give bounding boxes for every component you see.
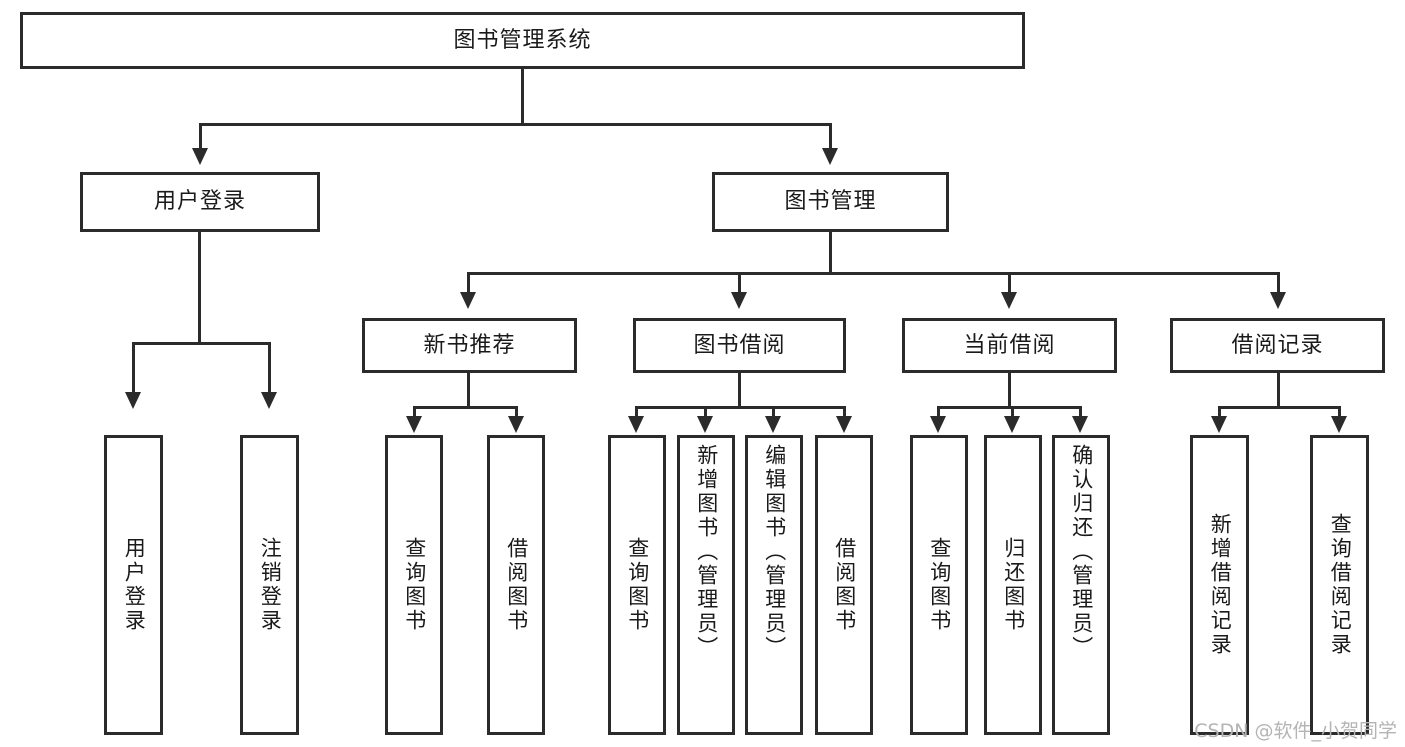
edge-g1-to-leaf2: [515, 406, 518, 418]
arrow-root-to-mgmt: [822, 148, 838, 165]
edge-g1-bus: [414, 406, 517, 409]
leaf-query-borrow-record[interactable]: 查询借阅记录: [1310, 435, 1369, 735]
leaf-borrow-book-recommend-label: 借阅图书: [504, 537, 529, 633]
arrow-mgmt-to-g3: [1001, 292, 1017, 309]
edge-root-to-login: [199, 123, 202, 150]
leaf-add-borrow-record-label: 新增借阅记录: [1208, 513, 1233, 657]
arrow-g2-to-leaf2: [697, 416, 713, 433]
edge-root-bus: [199, 123, 831, 126]
arrow-mgmt-to-g1: [460, 292, 476, 309]
leaf-return-book-label: 归还图书: [1001, 537, 1026, 633]
edge-g4-to-leaf2: [1338, 406, 1341, 418]
node-borrow-record[interactable]: 借阅记录: [1170, 318, 1385, 373]
arrow-g2-to-leaf4: [836, 416, 852, 433]
edge-g3-stem: [1008, 373, 1011, 409]
edge-g3-to-leaf3: [1079, 406, 1082, 418]
leaf-return-book[interactable]: 归还图书: [984, 435, 1042, 735]
edge-g4-stem: [1277, 373, 1280, 409]
node-book-management[interactable]: 图书管理: [712, 172, 949, 232]
leaf-borrow-book-label: 借阅图书: [832, 537, 857, 633]
node-book-borrow[interactable]: 图书借阅: [633, 318, 846, 373]
leaf-query-book-current[interactable]: 查询图书: [910, 435, 968, 735]
edge-mgmt-to-g1: [467, 272, 470, 294]
edge-mgmt-to-g2: [738, 272, 741, 294]
edge-g2-to-leaf4: [843, 406, 846, 418]
edge-mgmt-stem: [829, 232, 832, 274]
node-borrow-record-label: 借阅记录: [1231, 332, 1324, 358]
leaf-confirm-return-admin[interactable]: 确认归还（管理员）: [1052, 435, 1110, 735]
leaf-edit-book-admin-label: 编辑图书（管理员）: [762, 444, 787, 660]
leaf-confirm-return-admin-label: 确认归还（管理员）: [1069, 444, 1094, 660]
arrow-g4-to-leaf1: [1211, 416, 1227, 433]
node-book-borrow-label: 图书借阅: [693, 332, 786, 358]
edge-g2-bus: [636, 406, 845, 409]
leaf-borrow-book-recommend[interactable]: 借阅图书: [487, 435, 545, 735]
edge-login-to-leaf2: [268, 342, 271, 394]
edge-root-stem: [521, 69, 524, 124]
arrow-mgmt-to-g2: [731, 292, 747, 309]
edge-mgmt-bus: [468, 272, 1279, 275]
leaf-add-book-admin[interactable]: 新增图书（管理员）: [677, 435, 735, 735]
leaf-user-login-label: 用户登录: [122, 537, 147, 633]
leaf-query-book-recommend-label: 查询图书: [402, 537, 427, 633]
node-current-borrow-label: 当前借阅: [963, 332, 1056, 358]
arrow-g3-to-leaf2: [1004, 416, 1020, 433]
edge-g2-to-leaf1: [635, 406, 638, 418]
edge-g2-to-leaf2: [704, 406, 707, 418]
edge-g3-to-leaf2: [1011, 406, 1014, 418]
node-root-label: 图书管理系统: [453, 27, 592, 53]
edge-root-to-mgmt: [829, 123, 832, 150]
arrow-mgmt-to-g4: [1270, 292, 1286, 309]
arrow-g1-to-leaf1: [406, 416, 422, 433]
edge-login-bus: [133, 342, 270, 345]
leaf-query-book-current-label: 查询图书: [927, 537, 952, 633]
leaf-borrow-book[interactable]: 借阅图书: [815, 435, 873, 735]
edge-g3-bus: [938, 406, 1081, 409]
edge-mgmt-to-g3: [1008, 272, 1011, 294]
node-new-book-recommend[interactable]: 新书推荐: [362, 318, 577, 373]
edge-g4-bus: [1219, 406, 1340, 409]
arrow-g3-to-leaf1: [930, 416, 946, 433]
node-book-management-label: 图书管理: [784, 189, 877, 215]
leaf-query-borrow-record-label: 查询借阅记录: [1328, 513, 1353, 657]
leaf-query-book-borrow[interactable]: 查询图书: [608, 435, 666, 735]
node-user-login-label: 用户登录: [153, 189, 246, 215]
edge-g2-to-leaf3: [772, 406, 775, 418]
edge-mgmt-to-g4: [1277, 272, 1280, 294]
arrow-g2-to-leaf3: [765, 416, 781, 433]
node-new-book-recommend-label: 新书推荐: [423, 332, 516, 358]
edge-g1-stem: [467, 373, 470, 409]
edge-g3-to-leaf1: [937, 406, 940, 418]
edge-g1-to-leaf1: [413, 406, 416, 418]
leaf-user-login[interactable]: 用户登录: [104, 435, 163, 735]
node-user-login[interactable]: 用户登录: [80, 172, 320, 232]
edge-g4-to-leaf1: [1218, 406, 1221, 418]
leaf-query-book-recommend[interactable]: 查询图书: [385, 435, 443, 735]
arrow-g3-to-leaf3: [1072, 416, 1088, 433]
leaf-add-borrow-record[interactable]: 新增借阅记录: [1190, 435, 1249, 735]
arrow-g4-to-leaf2: [1331, 416, 1347, 433]
arrow-g1-to-leaf2: [508, 416, 524, 433]
arrow-g2-to-leaf1: [628, 416, 644, 433]
node-root[interactable]: 图书管理系统: [20, 12, 1025, 69]
leaf-edit-book-admin[interactable]: 编辑图书（管理员）: [745, 435, 803, 735]
edge-login-to-leaf1: [132, 342, 135, 394]
edge-g2-stem: [738, 373, 741, 409]
leaf-logout-label: 注销登录: [258, 537, 283, 633]
node-current-borrow[interactable]: 当前借阅: [902, 318, 1117, 373]
arrow-root-to-login: [192, 148, 208, 165]
arrow-login-to-leaf2: [261, 392, 277, 409]
edge-login-stem: [198, 232, 201, 344]
arrow-login-to-leaf1: [125, 392, 141, 409]
leaf-logout[interactable]: 注销登录: [240, 435, 299, 735]
leaf-add-book-admin-label: 新增图书（管理员）: [694, 444, 719, 660]
leaf-query-book-borrow-label: 查询图书: [625, 537, 650, 633]
